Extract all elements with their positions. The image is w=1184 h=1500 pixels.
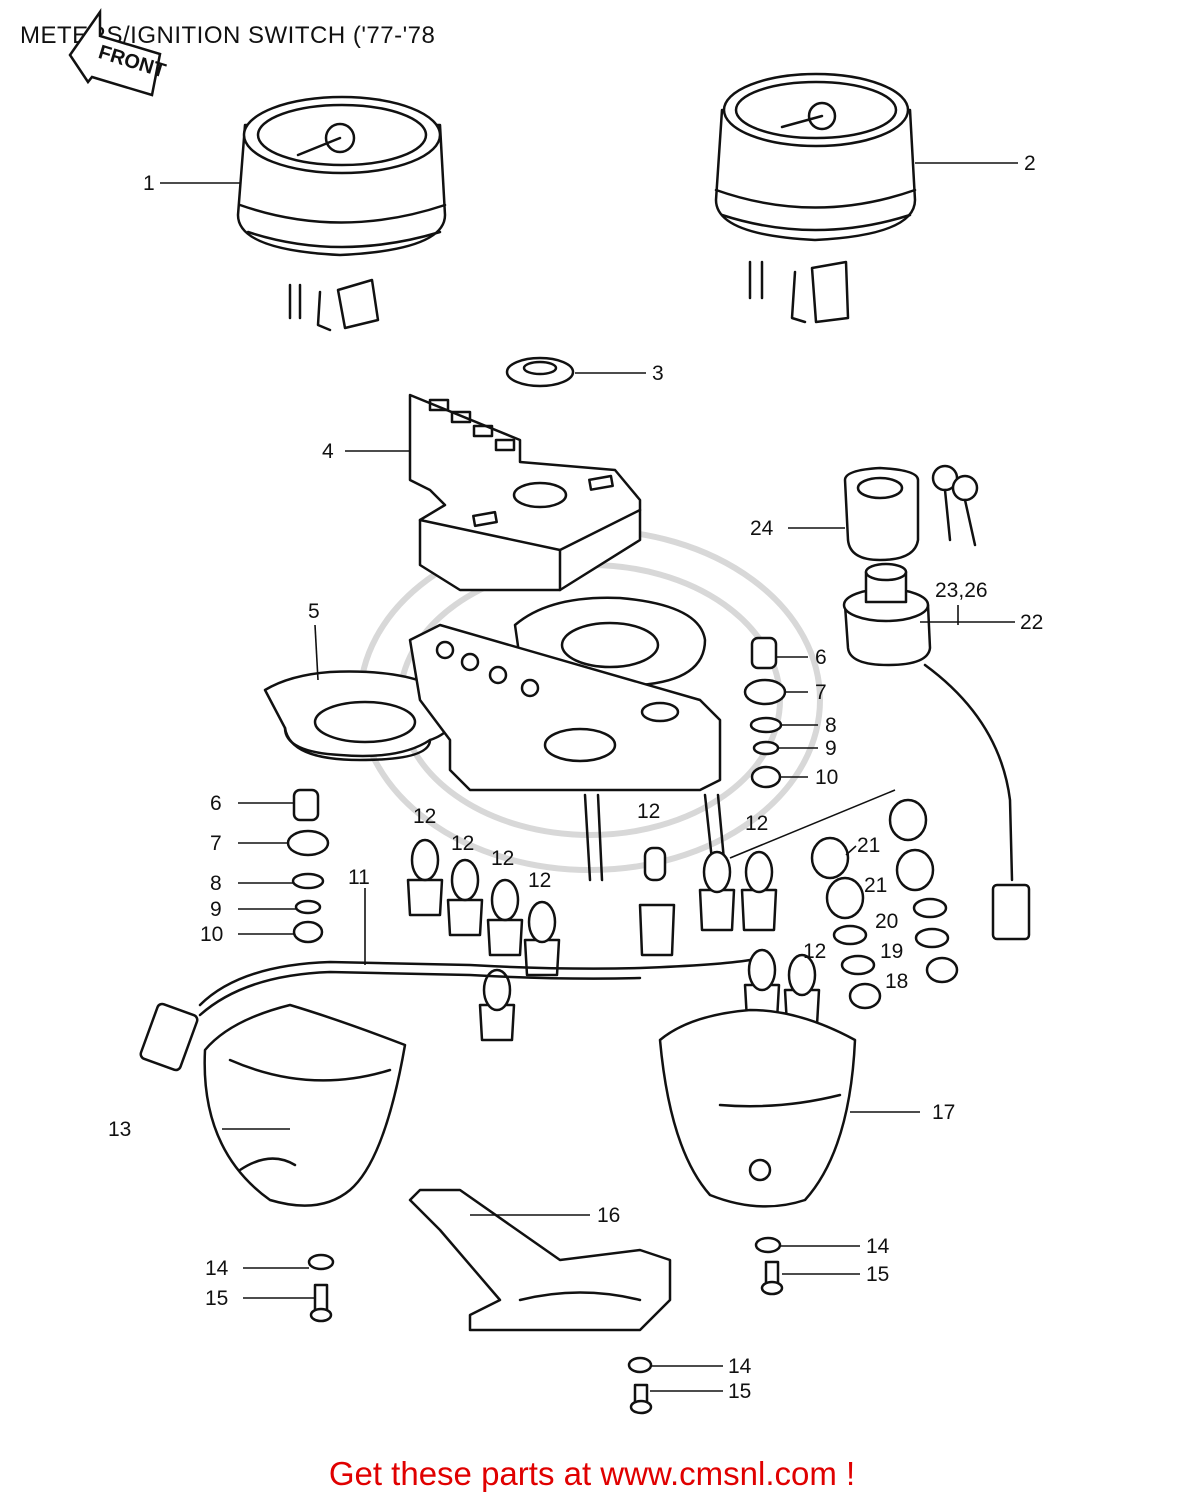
meter-right [714,72,917,324]
callout-8-right: 8 [825,714,837,737]
front-arrow-icon: FRONT [68,8,168,97]
callout-labels: 1 2 3 4 5 6 7 8 9 10 6 7 8 9 10 11 12 12… [108,152,1043,1403]
callout-11: 11 [348,866,370,889]
callout-6-right: 6 [815,646,827,669]
callout-22: 22 [1020,611,1043,634]
meter-cup-17 [658,1008,857,1208]
callout-8-left: 8 [210,872,222,895]
callout-12-b: 12 [451,832,474,855]
callout-12-c: 12 [491,847,514,870]
callout-23-26: 23,26 [935,579,988,602]
callout-14-right: 14 [866,1235,890,1258]
callout-4: 4 [322,440,334,463]
callout-15-bottom: 15 [728,1380,751,1403]
callout-15-left: 15 [205,1287,228,1310]
callout-12-g: 12 [803,940,826,963]
callout-12-e: 12 [637,800,660,823]
callout-9-left: 9 [210,898,222,921]
callout-20: 20 [875,910,898,933]
callout-6-left: 6 [210,792,222,815]
callout-17: 17 [932,1101,955,1124]
keys-23-26 [931,464,979,547]
meter-cup-13 [203,1003,407,1207]
meter-cover-4 [408,393,642,592]
meter-bracket-5 [263,596,726,882]
callout-16: 16 [597,1204,620,1227]
ignition-switch-22 [842,466,1031,941]
grommet-3 [505,356,575,388]
callout-21-a: 21 [857,834,880,857]
callout-12-f: 12 [745,812,768,835]
callout-21-b: 21 [864,874,887,897]
wire-harness-11 [139,958,752,1072]
callout-12-a: 12 [413,805,436,828]
callout-13: 13 [108,1118,131,1141]
grommets-18-21 [810,798,959,1010]
bulb-sockets-12 [406,838,821,1042]
callout-24: 24 [750,517,774,540]
callout-10-left: 10 [200,923,223,946]
hardware-stack-right [743,636,787,789]
meter-left [236,95,447,332]
callout-7-left: 7 [210,832,222,855]
callout-2: 2 [1024,152,1036,175]
callout-15-right: 15 [866,1263,889,1286]
callout-7-right: 7 [815,681,827,704]
callout-14-bottom: 14 [728,1355,752,1378]
callout-3: 3 [652,362,664,385]
callout-14-left: 14 [205,1257,229,1280]
hardware-stack-left [286,788,330,944]
callout-18: 18 [885,970,908,993]
callout-1: 1 [143,172,155,195]
leader-lines [160,162,1018,1392]
bracket-16 [408,1188,672,1332]
callout-5: 5 [308,600,320,623]
callout-19: 19 [880,940,903,963]
footer-link-text[interactable]: Get these parts at www.cmsnl.com ! [328,1455,856,1492]
callout-9-right: 9 [825,737,837,760]
callout-10-right: 10 [815,766,838,789]
callout-12-d: 12 [528,869,551,892]
screws-14-15 [307,1236,784,1415]
